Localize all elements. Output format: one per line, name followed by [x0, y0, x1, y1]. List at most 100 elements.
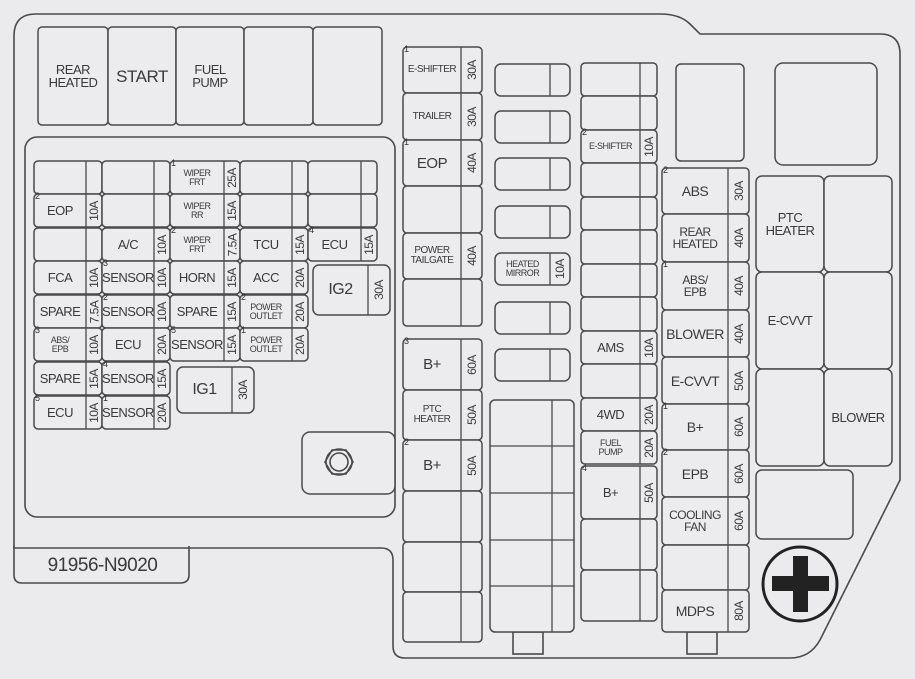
fuse-label[interactable]	[581, 230, 640, 264]
fuse-label[interactable]: B+	[423, 356, 441, 373]
fuse-label[interactable]	[662, 545, 728, 590]
fuse-label[interactable]: E-SHIFTER	[407, 64, 457, 75]
fuse-label[interactable]: E-CVVT	[670, 372, 720, 389]
fuse-label[interactable]	[102, 161, 154, 194]
relay-label[interactable]	[756, 369, 824, 466]
fuse-label[interactable]	[403, 186, 461, 233]
fuse-label[interactable]: SENSOR	[102, 270, 154, 285]
fuse-label[interactable]: MDPS	[675, 603, 715, 619]
fuse-label[interactable]: AMS	[597, 340, 624, 355]
fuse-label[interactable]	[495, 111, 550, 143]
fuse-label[interactable]: POWER OUTLET	[249, 334, 283, 354]
relay-label[interactable]: FUEL PUMP	[192, 62, 228, 90]
fuse-label[interactable]	[308, 161, 361, 194]
fuse-label[interactable]: HORN	[178, 270, 216, 285]
fuse-label[interactable]	[581, 297, 640, 331]
fuse-label[interactable]: SPARE	[39, 371, 81, 386]
fuse-label[interactable]	[581, 519, 640, 570]
amp-rating-text: 7.5A	[225, 233, 239, 256]
fuse-label[interactable]	[495, 302, 550, 334]
fuse-label[interactable]: POWER TAILGATE	[410, 245, 454, 266]
amp-rating-text: 20A	[293, 334, 308, 355]
fuse-label[interactable]: 4WD	[596, 407, 625, 422]
fuse-label[interactable]: PTC HEATER	[413, 404, 451, 425]
relay-label[interactable]	[313, 27, 382, 125]
fuse-label[interactable]: BLOWER	[666, 325, 724, 342]
fuse-label[interactable]	[581, 570, 640, 621]
fuse-label[interactable]: SPARE	[39, 304, 81, 319]
fuse-label[interactable]: E-SHIFTER	[588, 141, 633, 151]
relay-label[interactable]: E-CVVT	[767, 313, 813, 328]
amp-rating-text: 20A	[641, 437, 656, 458]
fuse-label[interactable]	[240, 161, 292, 194]
fuse-label[interactable]: ABS/ EPB	[50, 334, 70, 354]
relay-label[interactable]: IG1	[192, 381, 217, 398]
fuse-label[interactable]	[403, 592, 461, 642]
fuse-label[interactable]: B+	[423, 457, 441, 474]
fuse-label[interactable]: FUEL PUMP	[598, 437, 623, 457]
relay-label[interactable]	[244, 27, 313, 125]
fuse-label[interactable]: EOP	[416, 154, 448, 172]
relay-label[interactable]: IG2	[328, 281, 353, 298]
fuse-label[interactable]: ABS/ EPB	[682, 273, 708, 299]
fuse-label[interactable]: B+	[686, 419, 704, 435]
fuse-label[interactable]	[495, 64, 550, 96]
fuse-label[interactable]: A/C	[117, 237, 139, 252]
fuse-label[interactable]: COOLING FAN	[669, 508, 721, 534]
fuse-label[interactable]	[581, 63, 640, 96]
housing-outline	[13, 13, 901, 659]
mini-fuse-slot	[494, 63, 571, 97]
fuse-label[interactable]	[403, 491, 461, 542]
fuse-label[interactable]: ECU	[47, 405, 73, 420]
amp-rating-text: 30A	[731, 181, 746, 201]
fuse-label[interactable]: B+	[602, 485, 619, 500]
relay-label[interactable]: REAR HEATED	[48, 62, 98, 90]
fuse-label[interactable]	[495, 349, 550, 381]
relay-label[interactable]: BLOWER	[831, 410, 885, 425]
positive-terminal-icon[interactable]	[762, 549, 838, 621]
fuse-label[interactable]: WIPER FRT	[183, 234, 211, 254]
fuse-label[interactable]: EOP	[47, 203, 73, 218]
fuse-label[interactable]	[403, 279, 461, 326]
fuse-label[interactable]: TRAILER	[412, 110, 452, 122]
fuse-label[interactable]: SPARE	[176, 304, 218, 319]
fuse-label[interactable]: FCA	[47, 270, 73, 285]
fuse-label[interactable]	[581, 96, 640, 130]
fuse-label[interactable]: ABS	[681, 183, 709, 199]
fuse-label[interactable]: SENSOR	[102, 371, 154, 386]
fuse-label[interactable]: ECU	[321, 237, 348, 252]
fuse-label[interactable]: HEATED MIRROR	[505, 259, 540, 278]
fuse-label[interactable]	[581, 163, 640, 197]
fuse-label[interactable]	[581, 264, 640, 297]
fuse-label[interactable]	[495, 206, 550, 238]
fuse-label[interactable]: WIPER FRT	[183, 167, 211, 187]
fuse-index: 1	[404, 137, 410, 147]
relay-label[interactable]	[824, 176, 892, 272]
fuse-label[interactable]: WIPER RR	[183, 200, 211, 220]
fuse-label[interactable]: EPB	[681, 465, 709, 482]
fuse-label[interactable]: SENSOR	[102, 304, 154, 319]
fuse-label[interactable]	[34, 161, 86, 194]
fuse-label[interactable]: REAR HEATED	[672, 225, 718, 251]
fuse-label[interactable]	[403, 542, 461, 592]
fuse-label[interactable]	[495, 158, 550, 190]
fuse-label[interactable]: POWER OUTLET	[249, 301, 283, 321]
fuse-label[interactable]	[581, 364, 640, 398]
fuse-label[interactable]: ECU	[115, 337, 141, 352]
relay-label[interactable]: PTC HEATER	[765, 210, 815, 238]
fuse-label[interactable]: SENSOR	[171, 337, 223, 352]
fuse-label[interactable]	[34, 228, 86, 261]
fuse-label[interactable]	[102, 194, 154, 227]
fuse-label[interactable]: TCU	[253, 237, 279, 252]
fuse-label[interactable]	[308, 194, 361, 227]
relay-label[interactable]	[756, 470, 853, 539]
fuse-label[interactable]: ACC	[253, 270, 279, 285]
amp-rating: 15A	[224, 194, 240, 227]
fuse-label[interactable]	[581, 197, 640, 230]
fuse-label[interactable]	[240, 194, 292, 227]
mini-fuse-slot	[494, 252, 571, 286]
relay-label[interactable]	[824, 272, 892, 369]
fuse-label[interactable]: SENSOR	[102, 405, 154, 420]
relay-label[interactable]: START	[116, 66, 168, 86]
plus-icon-h	[772, 576, 829, 591]
